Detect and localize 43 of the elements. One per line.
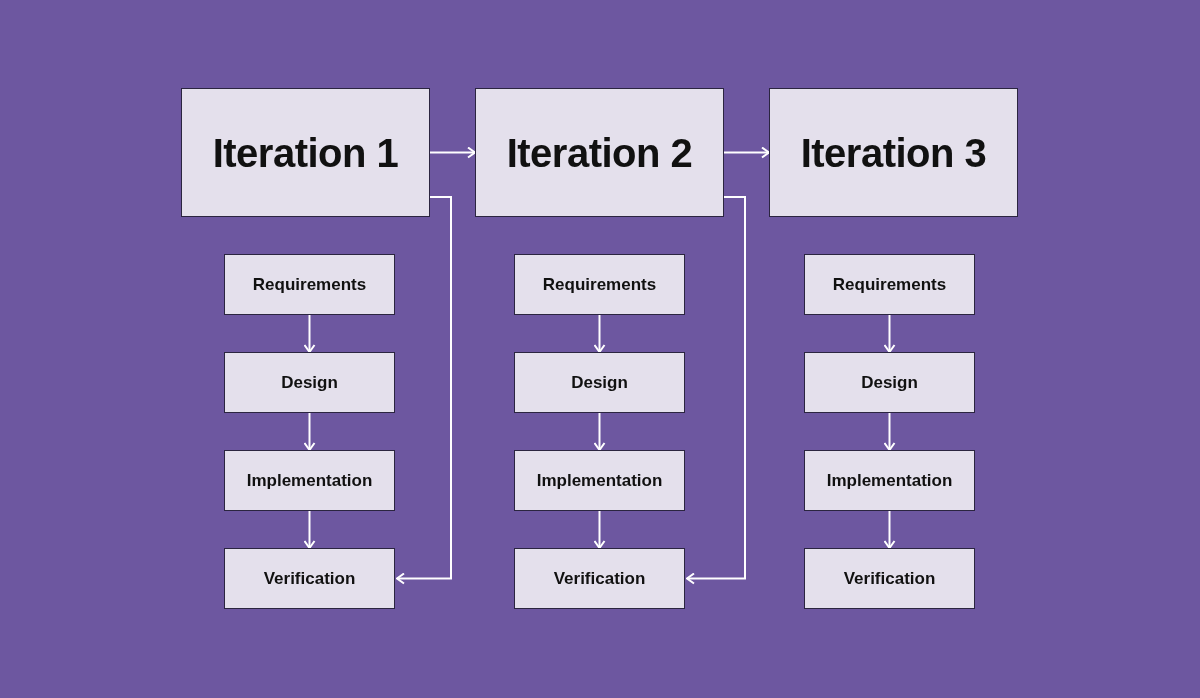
arrow (883, 412, 896, 451)
phase-label: Implementation (536, 469, 663, 492)
iteration-title: Iteration 3 (800, 129, 987, 177)
phase-box (514, 254, 685, 315)
phase-box (804, 254, 975, 315)
phase-box (804, 548, 975, 609)
phase-label: Verification (553, 567, 646, 590)
iteration-title: Iteration 1 (212, 129, 399, 177)
iteration-box (181, 88, 430, 217)
phase-box (224, 352, 395, 413)
arrow (396, 196, 452, 585)
phase-box (514, 548, 685, 609)
arrow (303, 412, 316, 451)
phase-box (514, 450, 685, 511)
phase-label: Requirements (542, 273, 657, 296)
iteration-title: Iteration 2 (506, 129, 693, 177)
phase-label: Design (861, 371, 918, 394)
arrow (723, 146, 770, 159)
phase-box (224, 450, 395, 511)
phase-label: Verification (843, 567, 936, 590)
arrow (686, 196, 746, 585)
arrow (303, 510, 316, 549)
iteration-box (475, 88, 724, 217)
arrow (429, 146, 476, 159)
arrow (593, 510, 606, 549)
phase-label: Implementation (246, 469, 373, 492)
arrow (883, 510, 896, 549)
phase-label: Requirements (252, 273, 367, 296)
phase-label: Requirements (832, 273, 947, 296)
arrow (883, 314, 896, 353)
phase-box (224, 254, 395, 315)
phase-box (804, 450, 975, 511)
phase-label: Design (281, 371, 338, 394)
phase-label: Implementation (826, 469, 953, 492)
iteration-box (769, 88, 1018, 217)
arrow (593, 314, 606, 353)
phase-box (804, 352, 975, 413)
arrow (593, 412, 606, 451)
phase-box (224, 548, 395, 609)
phase-box (514, 352, 685, 413)
phase-label: Design (571, 371, 628, 394)
phase-label: Verification (263, 567, 356, 590)
arrow (303, 314, 316, 353)
